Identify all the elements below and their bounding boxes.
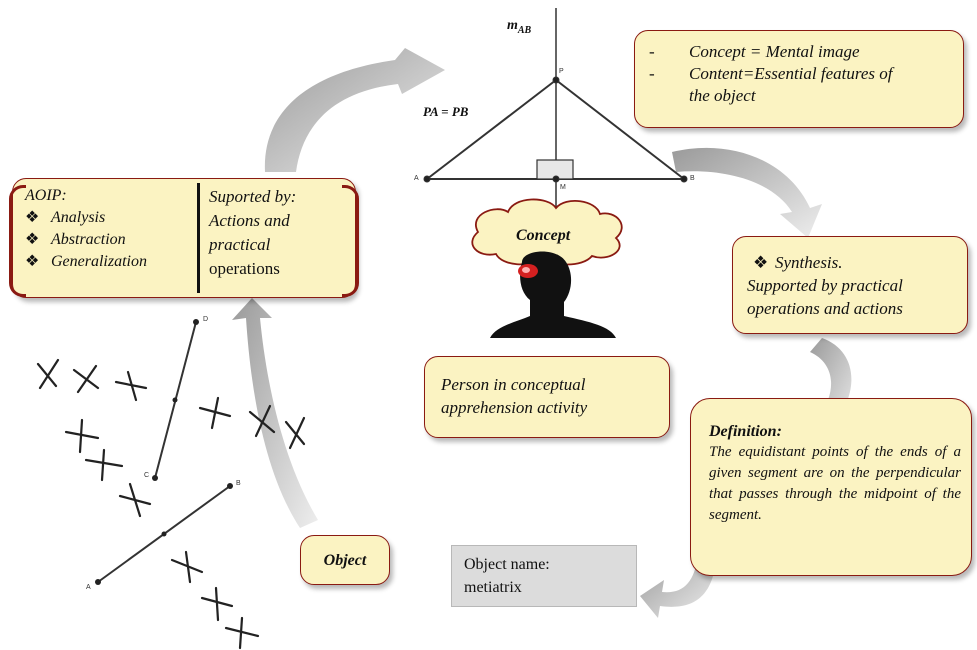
head-silhouette bbox=[490, 251, 616, 338]
content-line: -Content=Essential features of bbox=[649, 64, 893, 83]
definition-text: The equidistant points of the ends of a … bbox=[709, 444, 961, 523]
bullet-icon: ❖ bbox=[25, 231, 40, 248]
equal-distance-label: PA = PB bbox=[423, 104, 469, 119]
point-m-label: M bbox=[560, 184, 566, 191]
segment-point-a-label: A bbox=[86, 584, 91, 591]
segment-cd bbox=[152, 319, 199, 481]
object-name-box: Object name: metiatrix bbox=[451, 545, 637, 607]
aoip-item-abstraction: ❖Abstraction bbox=[25, 229, 193, 251]
aoip-box: AOIP: ❖Analysis ❖Abstraction ❖Generaliza… bbox=[9, 178, 359, 298]
point-p-label: P bbox=[559, 68, 564, 75]
aoip-title: AOIP: bbox=[25, 187, 67, 204]
segment-ab bbox=[95, 483, 233, 585]
perpendicular-bisector-figure bbox=[423, 8, 688, 220]
cycle-arrow-top-right bbox=[672, 147, 822, 238]
concept-label: Concept bbox=[516, 227, 571, 244]
segment-point-b-label: B bbox=[236, 480, 241, 487]
thought-cloud bbox=[471, 198, 623, 266]
point-b-label: B bbox=[690, 175, 695, 182]
bullet-icon: ❖ bbox=[753, 253, 769, 272]
aoip-list: AOIP: ❖Analysis ❖Abstraction ❖Generaliza… bbox=[25, 185, 193, 273]
content-line-cont: the object bbox=[689, 86, 756, 105]
concept-content-box: -Concept = Mental image -Content=Essenti… bbox=[634, 30, 964, 128]
aoip-support-text: Suported by: Actions and practical opera… bbox=[209, 187, 297, 278]
synthesis-line: operations and actions bbox=[747, 299, 903, 318]
person-line: Person in conceptual bbox=[441, 375, 586, 394]
cross-marks bbox=[36, 358, 306, 650]
aoip-divider bbox=[197, 183, 200, 293]
left-bracket bbox=[9, 185, 26, 297]
right-bracket bbox=[342, 185, 359, 297]
segment-point-c-label: C bbox=[144, 472, 150, 479]
cycle-arrow-left bbox=[232, 298, 318, 528]
cycle-arrow-top-left bbox=[264, 48, 445, 172]
bisector-line-label: mAB bbox=[507, 18, 532, 36]
aoip-item-analysis: ❖Analysis bbox=[25, 207, 193, 229]
definition-box: Definition: The equidistant points of th… bbox=[690, 398, 972, 576]
bullet-icon: ❖ bbox=[25, 253, 40, 270]
person-line: apprehension activity bbox=[441, 398, 588, 417]
segment-point-d-label: D bbox=[203, 316, 209, 323]
object-name-value: metiatrix bbox=[464, 579, 522, 596]
object-box: Object bbox=[300, 535, 390, 585]
point-a-label: A bbox=[414, 175, 419, 182]
synthesis-title: ❖Synthesis. bbox=[747, 251, 967, 274]
aoip-item-generalization: ❖Generalization bbox=[25, 251, 193, 273]
person-activity-box: Person in conceptual apprehension activi… bbox=[424, 356, 670, 438]
bullet-icon: ❖ bbox=[25, 209, 40, 226]
definition-title: Definition: bbox=[709, 423, 782, 440]
object-name-label: Object name: bbox=[464, 556, 550, 573]
synthesis-line: Supported by practical bbox=[747, 276, 903, 295]
synthesis-box: ❖Synthesis. Supported by practical opera… bbox=[732, 236, 968, 334]
concept-line: -Concept = Mental image bbox=[649, 42, 860, 61]
